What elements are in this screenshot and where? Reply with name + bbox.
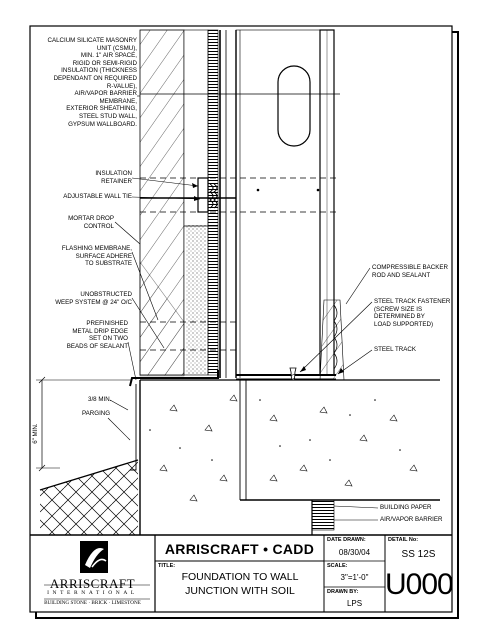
wall-assembly: [129, 29, 345, 401]
leader-arrowheads: [192, 183, 344, 374]
logo-name: ARRISCRAFT: [49, 576, 136, 591]
label-masonry-assembly: CALCIUM SILICATE MASONRY UNIT (CSMU), MI…: [47, 37, 137, 128]
foundation: [36, 376, 440, 535]
label-steel-track-fastener: STEEL TRACK FASTENER (SCREW SIZE IS DETE…: [374, 298, 451, 328]
label-mortar-drop-control: MORTAR DROP CONTROL: [68, 215, 114, 230]
label-adjustable-wall-tie: ADJUSTABLE WALL TIE: [63, 193, 132, 200]
logo-tagline: BUILDING STONE · BRICK · LIMESTONE: [44, 600, 141, 606]
label-parging: PARGING: [82, 410, 111, 417]
leader-lines: [107, 95, 379, 521]
logo-sub: INTERNATIONAL: [47, 590, 138, 596]
sheet-number: U000: [385, 568, 454, 601]
label-building-paper: BUILDING PAPER: [380, 504, 432, 511]
company-header: ARRISCRAFT • CADD: [164, 541, 315, 557]
label-backer-rod: COMPRESSIBLE BACKER ROD AND SEALANT: [372, 264, 448, 279]
detail-number: SS 12S: [401, 549, 436, 560]
dimension-6-min: 6" MIN.: [32, 423, 40, 444]
label-3-8-min: 3/8 MIN.: [88, 396, 112, 403]
label-weep-system: UNOBSTRUCTED WEEP SYSTEM @ 24" O/C: [55, 291, 132, 306]
label-steel-track: STEEL TRACK: [374, 346, 416, 353]
date-drawn-value: 08/30/04: [338, 548, 371, 557]
scale-label: SCALE:: [327, 563, 348, 569]
label-insulation-retainer: INSULATION RETAINER: [95, 170, 132, 185]
drawing-title: FOUNDATION TO WALL JUNCTION WITH SOIL: [181, 571, 299, 597]
date-drawn-label: DATE DRAWN:: [327, 537, 366, 543]
label-air-vapor-barrier: AIR/VAPOR BARRIER: [380, 516, 443, 523]
arriscraft-logo-mark: [44, 541, 150, 600]
drawn-by-label: DRAWN BY:: [327, 589, 359, 595]
label-flashing-membrane: FLASHING MEMBRANE, SURFACE ADHERE TO SUB…: [61, 245, 132, 268]
title-label: TITLE:: [158, 563, 176, 569]
detail-number-label: DETAIL No:: [388, 537, 419, 543]
scale-value: 3"=1'-0": [340, 573, 369, 582]
title-block: [30, 534, 452, 612]
label-drip-edge: PREFINISHED METAL DRIP EDGE SET ON TWO B…: [66, 320, 128, 350]
drawn-by-value: LPS: [346, 599, 363, 608]
